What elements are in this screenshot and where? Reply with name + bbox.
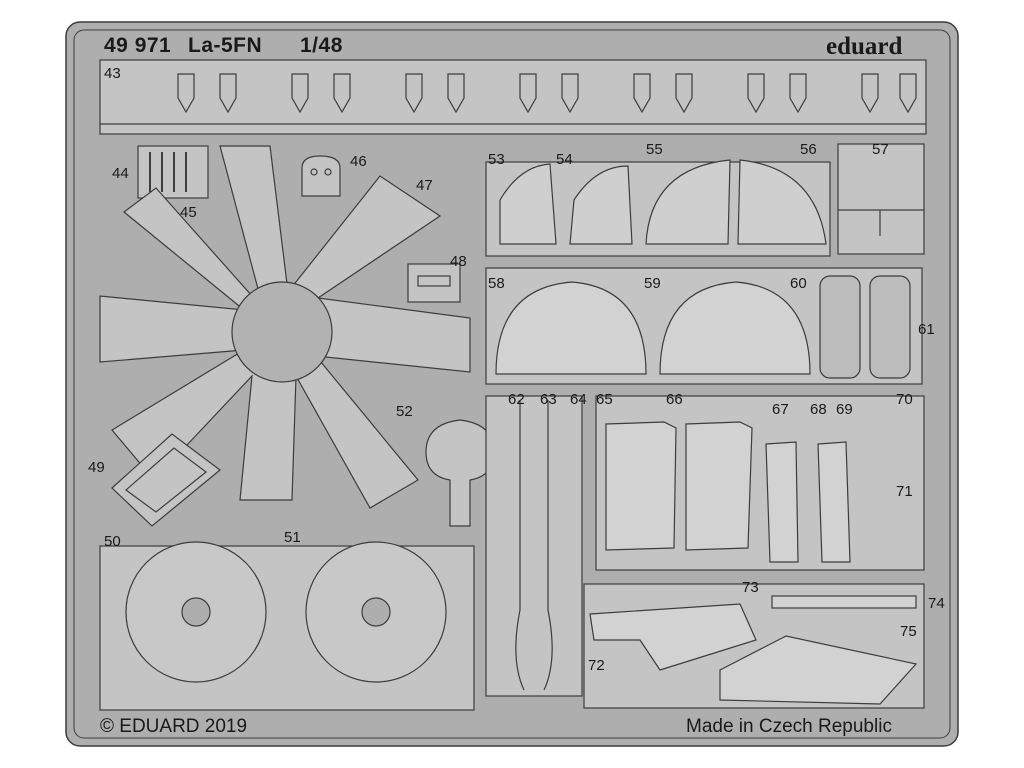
part-51-gear: [305, 541, 447, 683]
part-49: [111, 433, 221, 527]
part-label-55: 55: [646, 141, 663, 158]
part-46: [301, 155, 341, 197]
part-label-47: 47: [416, 177, 433, 194]
part-label-69: 69: [836, 401, 853, 418]
part-label-48: 48: [450, 253, 467, 270]
part-53-56-frames: [485, 159, 831, 257]
part-label-63: 63: [540, 391, 557, 408]
part-label-62: 62: [508, 391, 525, 408]
part-label-67: 67: [772, 401, 789, 418]
part-47-exhaust-collector: [99, 145, 471, 509]
brand-logo-text: eduard: [826, 33, 903, 60]
part-label-64: 64: [570, 391, 587, 408]
kit-number: 49 971: [104, 34, 171, 57]
part-72-75-panel: [583, 583, 925, 709]
part-62-64-rods: [485, 395, 583, 697]
part-57: [837, 143, 925, 255]
part-43-strip: [99, 59, 927, 135]
origin-text: Made in Czech Republic: [686, 716, 892, 737]
part-44-45: [137, 145, 209, 199]
part-label-53: 53: [488, 151, 505, 168]
copyright-text: © EDUARD 2019: [100, 716, 247, 737]
part-label-49: 49: [88, 459, 105, 476]
part-label-61: 61: [918, 321, 935, 338]
part-label-58: 58: [488, 275, 505, 292]
model-name: La-5FN: [188, 34, 262, 57]
part-label-59: 59: [644, 275, 661, 292]
part-label-44: 44: [112, 165, 129, 182]
part-label-66: 66: [666, 391, 683, 408]
part-label-57: 57: [872, 141, 889, 158]
part-label-56: 56: [800, 141, 817, 158]
part-58-61-panel: [485, 267, 923, 385]
part-label-74: 74: [928, 595, 945, 612]
part-label-46: 46: [350, 153, 367, 170]
part-label-43: 43: [104, 65, 121, 82]
part-50-gear: [125, 541, 267, 683]
part-label-73: 73: [742, 579, 759, 596]
scale-label: 1/48: [300, 34, 343, 57]
part-label-75: 75: [900, 623, 917, 640]
part-label-70: 70: [896, 391, 913, 408]
part-label-52: 52: [396, 403, 413, 420]
part-label-50: 50: [104, 533, 121, 550]
part-label-71: 71: [896, 483, 913, 500]
part-label-51: 51: [284, 529, 301, 546]
part-65-71-panel: [595, 395, 925, 571]
part-label-60: 60: [790, 275, 807, 292]
part-label-72: 72: [588, 657, 605, 674]
fret-inner-border: [73, 29, 951, 739]
part-48: [407, 263, 461, 303]
part-label-45: 45: [180, 204, 197, 221]
part-label-68: 68: [810, 401, 827, 418]
part-label-65: 65: [596, 391, 613, 408]
part-label-54: 54: [556, 151, 573, 168]
